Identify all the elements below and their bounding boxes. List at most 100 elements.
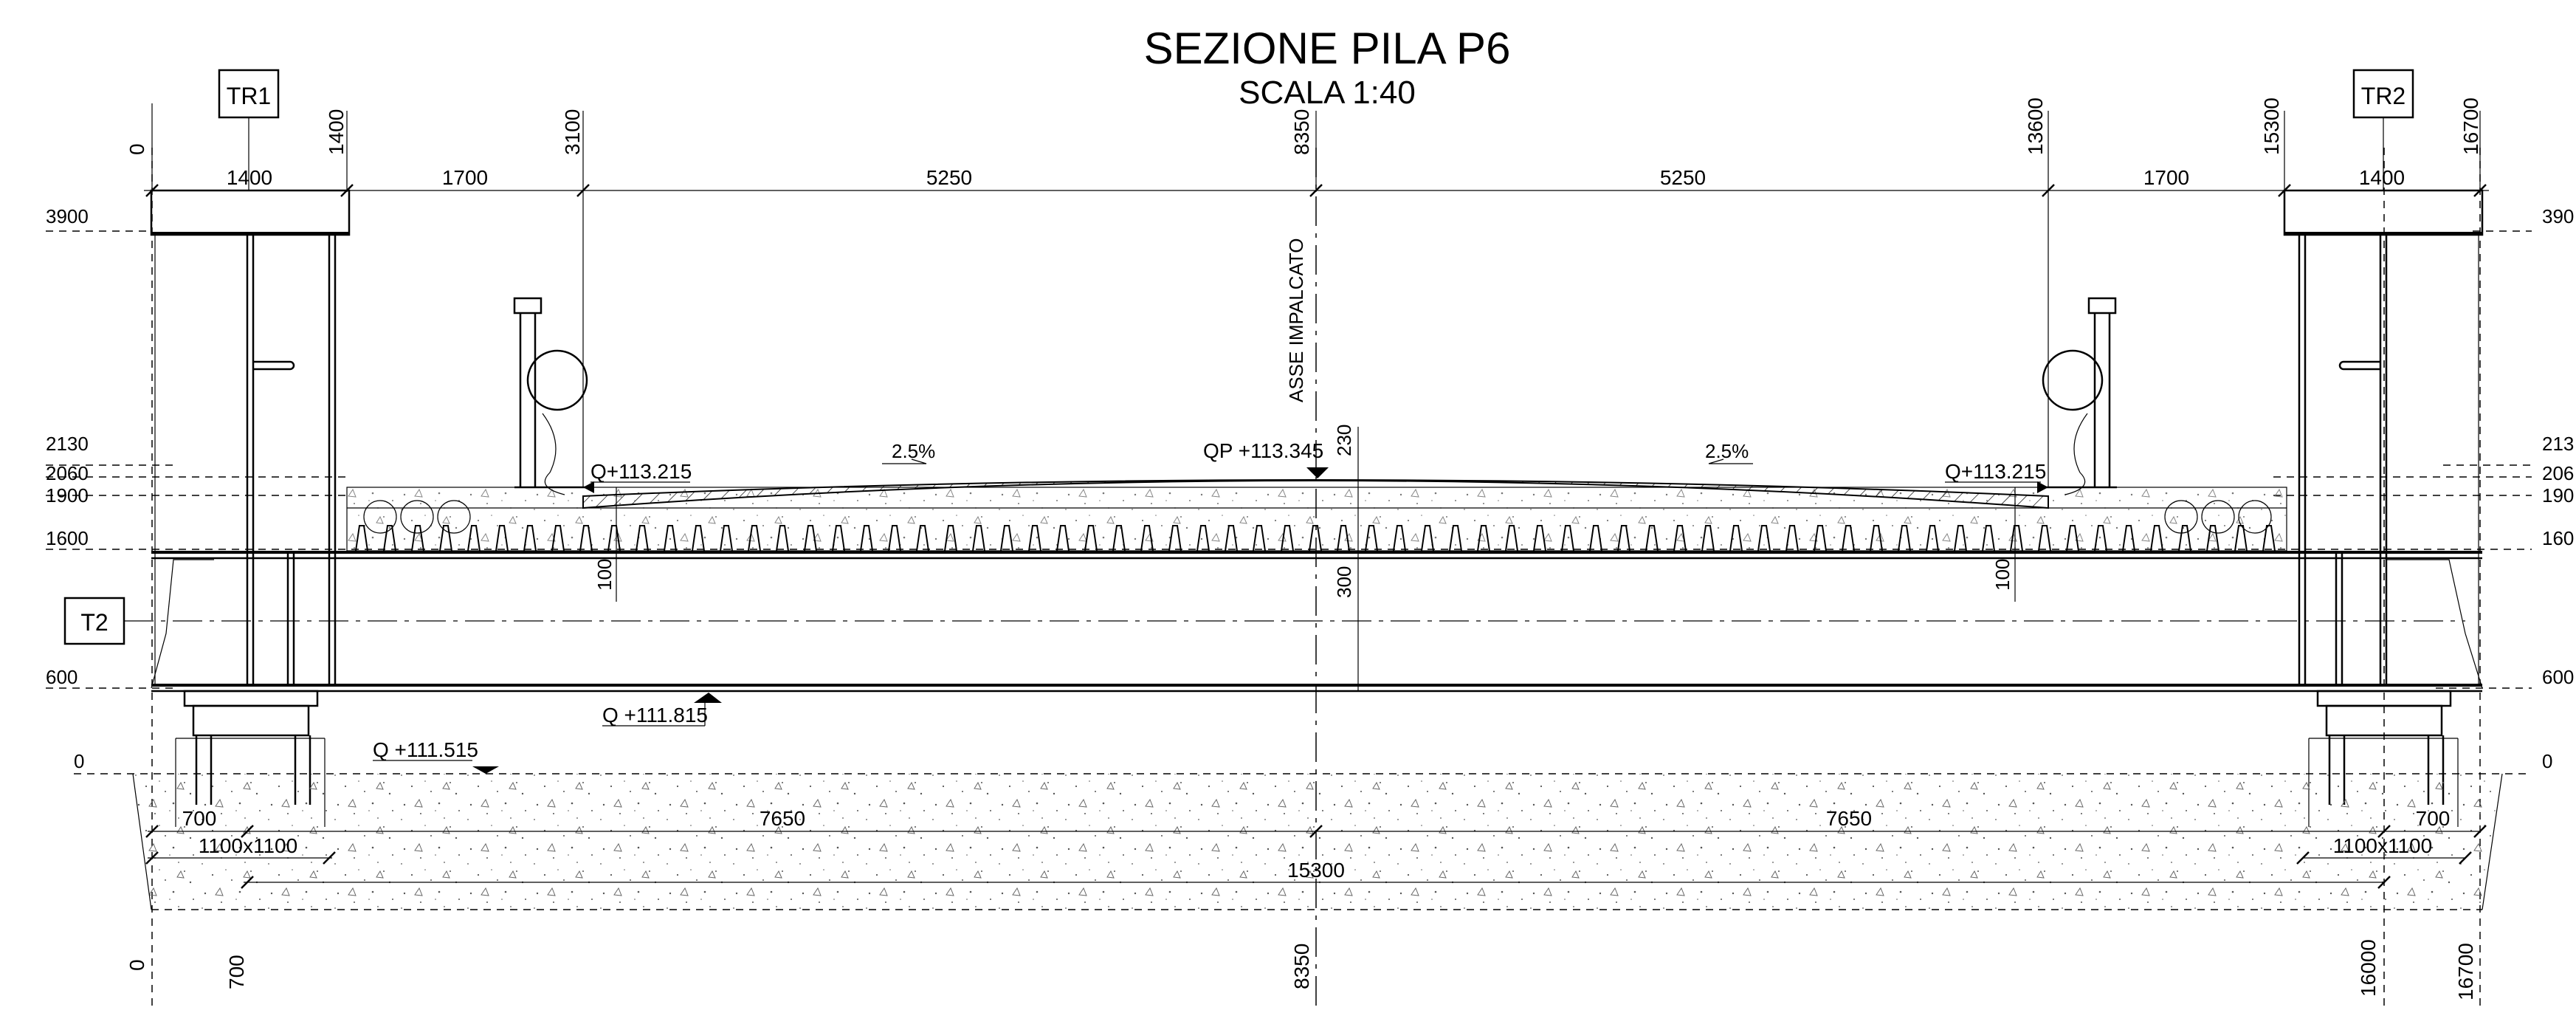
shear-connector bbox=[2122, 525, 2135, 552]
svg-text:13600: 13600 bbox=[2024, 97, 2047, 155]
transverse-beam-right bbox=[2283, 189, 2484, 687]
svg-text:16000: 16000 bbox=[2357, 939, 2380, 997]
reference-verticals bbox=[151, 148, 2481, 1006]
shear-connector bbox=[1140, 525, 1154, 552]
shear-connector bbox=[607, 525, 621, 552]
svg-text:190: 190 bbox=[2542, 484, 2574, 506]
bottom-offsets: 0 700 8350 16000 16700 bbox=[125, 939, 2477, 1000]
drawing-scale: SCALA 1:40 bbox=[1239, 75, 1416, 111]
shear-connector bbox=[1477, 525, 1490, 552]
shear-connector bbox=[1842, 525, 1855, 552]
elevation-deck-left: Q+113.215 bbox=[590, 460, 692, 483]
tag-tr2: TR2 bbox=[2352, 69, 2414, 190]
shear-connector bbox=[2066, 525, 2079, 552]
shear-connector bbox=[776, 525, 789, 552]
shear-connector bbox=[1168, 525, 1182, 552]
shear-connector bbox=[972, 525, 985, 552]
shear-connector bbox=[2010, 525, 2023, 552]
svg-text:700: 700 bbox=[225, 955, 248, 989]
shear-connector bbox=[1701, 525, 1715, 552]
svg-text:1900: 1900 bbox=[46, 484, 89, 506]
shear-connector bbox=[860, 525, 873, 552]
svg-text:3900: 3900 bbox=[46, 205, 89, 227]
shear-connector bbox=[1645, 525, 1659, 552]
shear-connector bbox=[523, 525, 537, 552]
elevation-foundation-top: Q +111.515 bbox=[373, 738, 478, 761]
shear-connector bbox=[579, 525, 593, 552]
shear-connector bbox=[1533, 525, 1546, 552]
elevation-beam-bottom: Q +111.815 bbox=[602, 704, 708, 727]
svg-text:2060: 2060 bbox=[46, 462, 89, 484]
shear-connector bbox=[636, 525, 649, 552]
shear-connector bbox=[720, 525, 733, 552]
svg-text:100: 100 bbox=[1991, 559, 2014, 591]
svg-text:0: 0 bbox=[2542, 750, 2552, 772]
elevation-deck-right: Q+113.215 bbox=[1945, 460, 2046, 483]
top-offsets: 0 1400 3100 8350 13600 15300 16700 bbox=[125, 97, 2482, 155]
shear-connector bbox=[411, 525, 424, 552]
svg-text:1700: 1700 bbox=[2143, 166, 2189, 189]
shear-connector bbox=[1281, 525, 1294, 552]
svg-text:1400: 1400 bbox=[325, 109, 348, 155]
svg-text:TR1: TR1 bbox=[227, 83, 271, 109]
shear-connector bbox=[804, 525, 817, 552]
shear-connector bbox=[1785, 525, 1799, 552]
shear-connector bbox=[2206, 525, 2219, 552]
svg-text:300: 300 bbox=[1333, 566, 1355, 598]
shear-connector bbox=[748, 525, 761, 552]
span-left: 7650 bbox=[760, 807, 805, 830]
shear-connector bbox=[1084, 525, 1098, 552]
svg-text:1600: 1600 bbox=[46, 527, 89, 549]
pedestal-right-dim: 700 bbox=[2416, 807, 2451, 830]
span-right: 7650 bbox=[1826, 807, 1872, 830]
shear-connector bbox=[1056, 525, 1070, 552]
vertical-dims: 230 300 100 100 bbox=[593, 425, 2016, 690]
shear-connector bbox=[1926, 525, 1939, 552]
elevation-deck-axis: QP +113.345 bbox=[1203, 439, 1323, 462]
drawing-title: SEZIONE PILA P6 bbox=[1144, 24, 1511, 73]
shear-connector bbox=[916, 525, 929, 552]
transverse-beam-left bbox=[150, 189, 351, 687]
levels-left: 3900 2130 2060 1900 1600 600 0 bbox=[46, 205, 89, 772]
svg-text:3100: 3100 bbox=[561, 109, 584, 155]
svg-text:16700: 16700 bbox=[2454, 943, 2477, 1000]
total-span: 15300 bbox=[1287, 859, 1345, 882]
slope-marks: 2.5% 2.5% bbox=[882, 440, 1753, 464]
elevation-marks: Q+113.215 QP +113.345 Q+113.215 Q +111.8… bbox=[373, 439, 2048, 774]
shear-connectors bbox=[355, 525, 2276, 552]
guardrail-right bbox=[2041, 297, 2117, 495]
shear-connector bbox=[1757, 525, 1771, 552]
svg-text:8350: 8350 bbox=[1290, 109, 1313, 155]
svg-text:1700: 1700 bbox=[442, 166, 488, 189]
shear-connector bbox=[1196, 525, 1210, 552]
shear-connector bbox=[439, 525, 452, 552]
shear-connector bbox=[1028, 525, 1041, 552]
axis-label: ASSE IMPALCATO bbox=[1285, 238, 1307, 402]
plinth-right: 1100x1100 bbox=[2333, 834, 2432, 857]
shear-connector bbox=[944, 525, 957, 552]
shear-connector bbox=[551, 525, 565, 552]
svg-text:213: 213 bbox=[2542, 433, 2574, 455]
tag-tr1: TR1 bbox=[218, 69, 280, 190]
svg-text:15300: 15300 bbox=[2260, 97, 2283, 155]
svg-text:8350: 8350 bbox=[1290, 944, 1313, 989]
shear-connector bbox=[692, 525, 705, 552]
shear-connector bbox=[1673, 525, 1687, 552]
shear-connector bbox=[1112, 525, 1126, 552]
svg-text:160: 160 bbox=[2542, 527, 2574, 549]
shear-connector bbox=[1253, 525, 1266, 552]
shear-connector bbox=[355, 525, 368, 552]
svg-text:TR2: TR2 bbox=[2361, 83, 2405, 109]
plinth-left: 1100x1100 bbox=[199, 834, 297, 857]
svg-text:0: 0 bbox=[74, 750, 84, 772]
shear-connector bbox=[1421, 525, 1434, 552]
shear-connector bbox=[495, 525, 509, 552]
svg-text:2.5%: 2.5% bbox=[892, 440, 935, 462]
shear-connector bbox=[1954, 525, 1967, 552]
shear-connector bbox=[888, 525, 901, 552]
shear-connector bbox=[2094, 525, 2107, 552]
svg-text:5250: 5250 bbox=[926, 166, 972, 189]
shear-connector bbox=[1898, 525, 1911, 552]
shear-connector bbox=[467, 525, 481, 552]
